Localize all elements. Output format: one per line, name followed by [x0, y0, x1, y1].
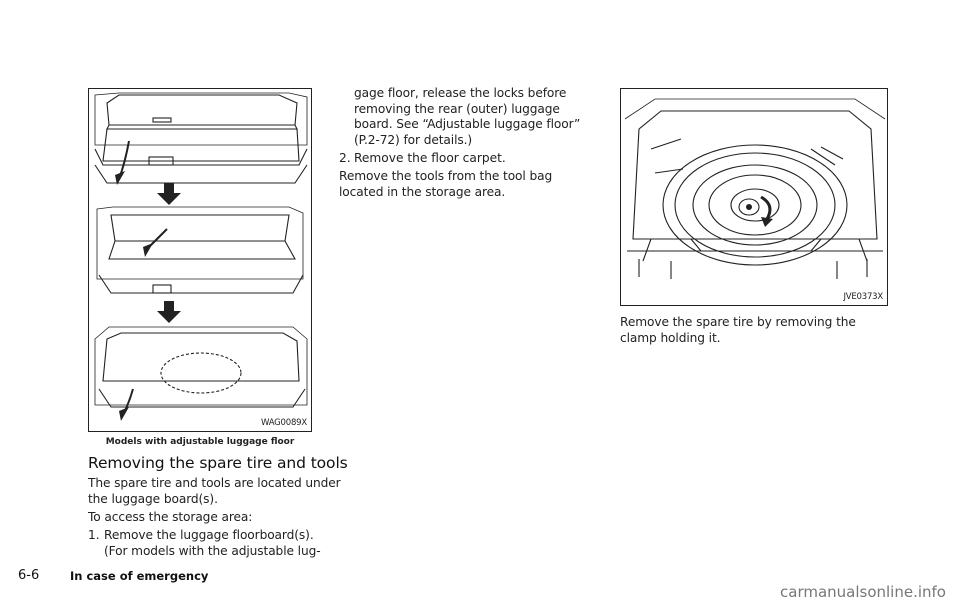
figure-caption: Models with adjustable luggage floor [105, 437, 295, 447]
page-number: 6-6 [18, 568, 40, 583]
intro-line: the luggage board(s). [88, 491, 218, 506]
step-1-cont-line: (P.2-72) for details.) [354, 132, 473, 147]
spare-tire-line: clamp holding it. [620, 330, 721, 345]
step-2-number: 2. [339, 151, 351, 165]
section-heading: Removing the spare tire and tools [88, 454, 348, 472]
curved-arrow-icon [115, 171, 125, 185]
arrow-down-icon [157, 301, 181, 323]
curved-arrow-icon [761, 217, 773, 227]
step-1-cont-line: board. See “Adjustable luggage floor” [354, 117, 581, 131]
tools-paragraph: Remove the tools from the tool bag locat… [339, 169, 574, 200]
step-1-cont-line: removing the rear (outer) luggage [354, 101, 560, 116]
arrow-down-icon [157, 183, 181, 205]
spare-tire-illustration [624, 98, 886, 279]
step-1-text: Remove the luggage floorboard(s). (For m… [104, 528, 321, 559]
luggage-floor-illustration [94, 92, 308, 421]
figure-luggage-floor: WAG0089X [88, 88, 312, 432]
watermark: carmanualsonline.info [780, 583, 946, 601]
figure-code: WAG0089X [260, 418, 307, 428]
intro-line: The spare tire and tools are located und… [88, 476, 341, 490]
step-1-cont-line: gage floor, release the locks before [354, 86, 567, 100]
curved-arrow-icon [119, 407, 129, 421]
access-text: To access the storage area: [88, 510, 253, 524]
step-1-line: (For models with the adjustable lug- [104, 543, 321, 558]
intro-paragraph: The spare tire and tools are located und… [88, 476, 341, 507]
figure-spare-tire: JVE0373X [620, 88, 888, 306]
step-1-continued: gage floor, release the locks before rem… [354, 86, 581, 148]
figure-code: JVE0373X [843, 292, 883, 302]
step-1-number: 1. [88, 528, 100, 542]
spare-tire-paragraph: Remove the spare tire by removing the cl… [620, 315, 888, 346]
curved-arrow-icon [143, 243, 153, 257]
step-1-line: Remove the luggage floorboard(s). [104, 528, 314, 542]
step-2-text: Remove the floor carpet. [354, 151, 506, 165]
section-title: In case of emergency [70, 569, 209, 583]
spare-tire-line: Remove the spare tire by removing the [620, 315, 856, 329]
tools-line: located in the storage area. [339, 184, 506, 199]
tools-line: Remove the tools from the tool bag [339, 169, 553, 183]
